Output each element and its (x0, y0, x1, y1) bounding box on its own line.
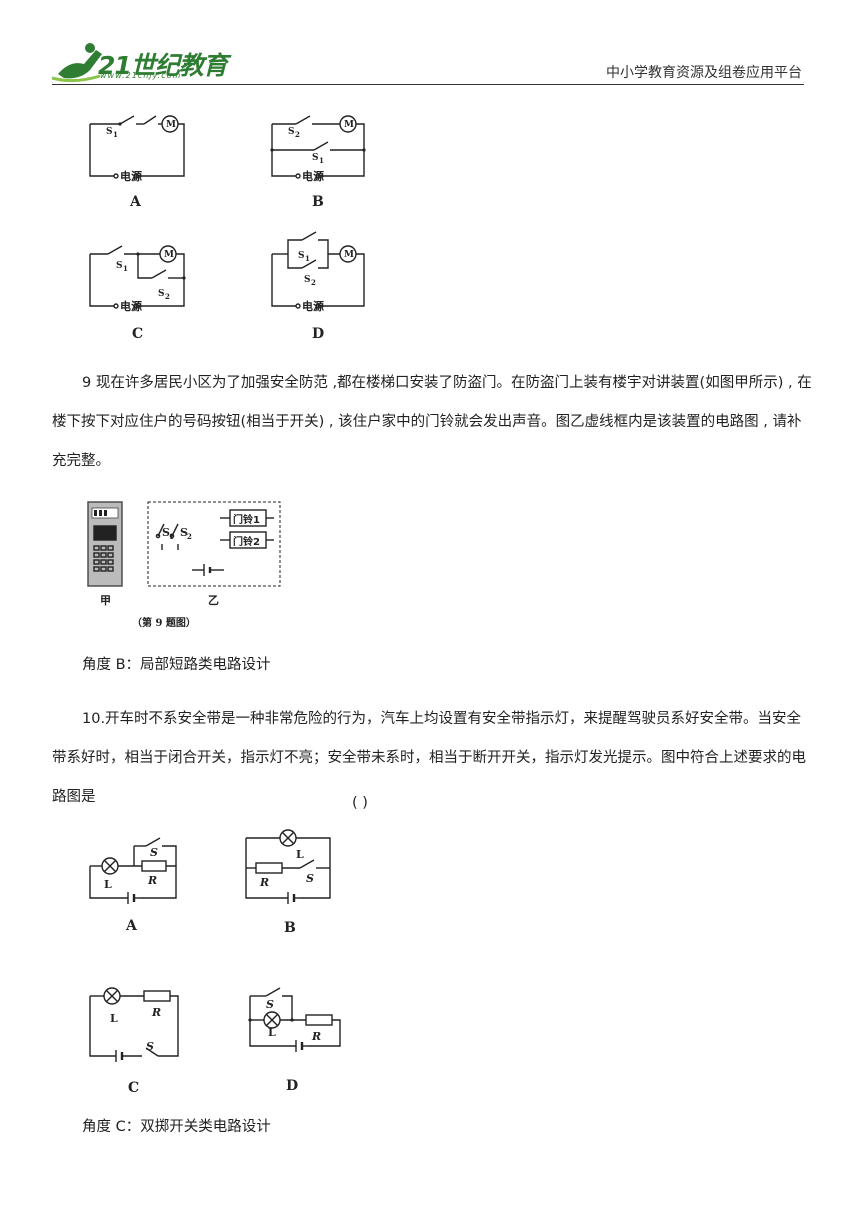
a-switch-s1-label: S (106, 127, 113, 137)
svg-text:R: R (151, 1006, 161, 1019)
site-logo (50, 40, 230, 84)
q10-label-a: A (125, 918, 138, 934)
question-9-figure: 甲 S 1 S 2 门铃1 门铃2 乙 （第 9 题图） (87, 501, 281, 629)
figure-jia-label: 甲 (100, 594, 111, 607)
figure-label-b: B (312, 194, 324, 210)
a-motor-label: M (166, 120, 176, 130)
header-divider (52, 84, 804, 85)
svg-text:R: R (259, 876, 269, 889)
q10-label-d: D (286, 1078, 298, 1094)
figure-yi-label: 乙 (208, 594, 219, 607)
intercom-panel-icon (87, 501, 123, 587)
battery-icon (192, 564, 224, 576)
svg-text:S: S (266, 998, 274, 1011)
figure-label-d: D (312, 326, 324, 342)
svg-text:L: L (296, 848, 304, 861)
q10-circuit-b (245, 829, 331, 904)
question-10-text: 10.开车时不系安全带是一种非常危险的行为，汽车上均设置有安全带指示灯，来提醒驾… (52, 711, 806, 805)
svg-text:1: 1 (319, 156, 324, 165)
svg-text:S: S (288, 127, 295, 137)
svg-text:2: 2 (311, 278, 316, 287)
svg-text:S: S (158, 289, 165, 299)
circuit-c (89, 245, 186, 309)
svg-text:2: 2 (187, 532, 192, 541)
svg-text:S: S (116, 261, 123, 271)
q10-label-c: C (128, 1080, 139, 1096)
svg-text:M: M (344, 250, 354, 260)
svg-text:电源: 电源 (302, 299, 324, 313)
q10-circuit-c (89, 987, 179, 1062)
svg-text:1: 1 (169, 532, 174, 541)
svg-text:R: R (147, 874, 157, 887)
svg-text:L: L (110, 1012, 118, 1025)
logo-text: 21世纪教育 (98, 51, 228, 80)
svg-text:电源: 电源 (302, 169, 324, 183)
figure-label-a: A (129, 194, 142, 210)
svg-text:电源: 电源 (120, 299, 142, 313)
runner-logo-icon (51, 43, 102, 83)
figure-label-c: C (132, 326, 143, 342)
svg-text:S: S (180, 526, 188, 539)
svg-text:S: S (150, 846, 158, 859)
q10-circuit-a (89, 837, 177, 904)
switch-s1-s2 (155, 523, 179, 550)
answer-bracket: ( ) (352, 795, 368, 811)
question-9-text: 9 现在许多居民小区为了加强安全防范 ,都在楼梯口安装了防盗门。在防盗门上装有楼… (52, 375, 812, 469)
platform-name: 中小学教育资源及组卷应用平台 (606, 65, 802, 81)
svg-text:M: M (344, 120, 354, 130)
svg-text:L: L (268, 1026, 276, 1039)
svg-text:R: R (311, 1030, 321, 1043)
svg-text:S: S (312, 153, 319, 163)
svg-text:1: 1 (113, 130, 118, 139)
door-bell-2: 门铃2 (233, 535, 260, 548)
q10-circuit-d (248, 987, 341, 1052)
door-bell-1: 门铃1 (233, 513, 260, 526)
svg-text:S: S (146, 1040, 154, 1053)
svg-text:S: S (162, 526, 170, 539)
svg-text:2: 2 (165, 292, 170, 301)
svg-text:2: 2 (295, 130, 300, 139)
circuit-b (270, 115, 366, 179)
motor-circuit-figures: S 1 M 电源 A S 2 S 1 M 电源 B S 1 S 2 M (89, 115, 366, 342)
svg-text:L: L (104, 878, 112, 891)
circuit-a (89, 115, 185, 179)
angle-c-heading: 角度 C：双掷开关类电路设计 (82, 1119, 271, 1135)
a-power-label: 电源 (120, 169, 142, 183)
q10-label-b: B (284, 920, 296, 936)
seatbelt-circuit-figures: S L R A L R S B L R S C (89, 829, 341, 1096)
angle-b-heading: 角度 B：局部短路类电路设计 (82, 657, 271, 673)
circuit-d (271, 231, 365, 309)
svg-text:1: 1 (123, 264, 128, 273)
question-9-caption: （第 9 题图） (132, 616, 196, 629)
svg-text:1: 1 (305, 254, 310, 263)
logo-url: www.21cnjy.com (100, 71, 182, 80)
svg-text:M: M (164, 250, 174, 260)
svg-text:S: S (306, 872, 314, 885)
svg-text:S: S (298, 251, 305, 261)
svg-text:S: S (304, 275, 311, 285)
